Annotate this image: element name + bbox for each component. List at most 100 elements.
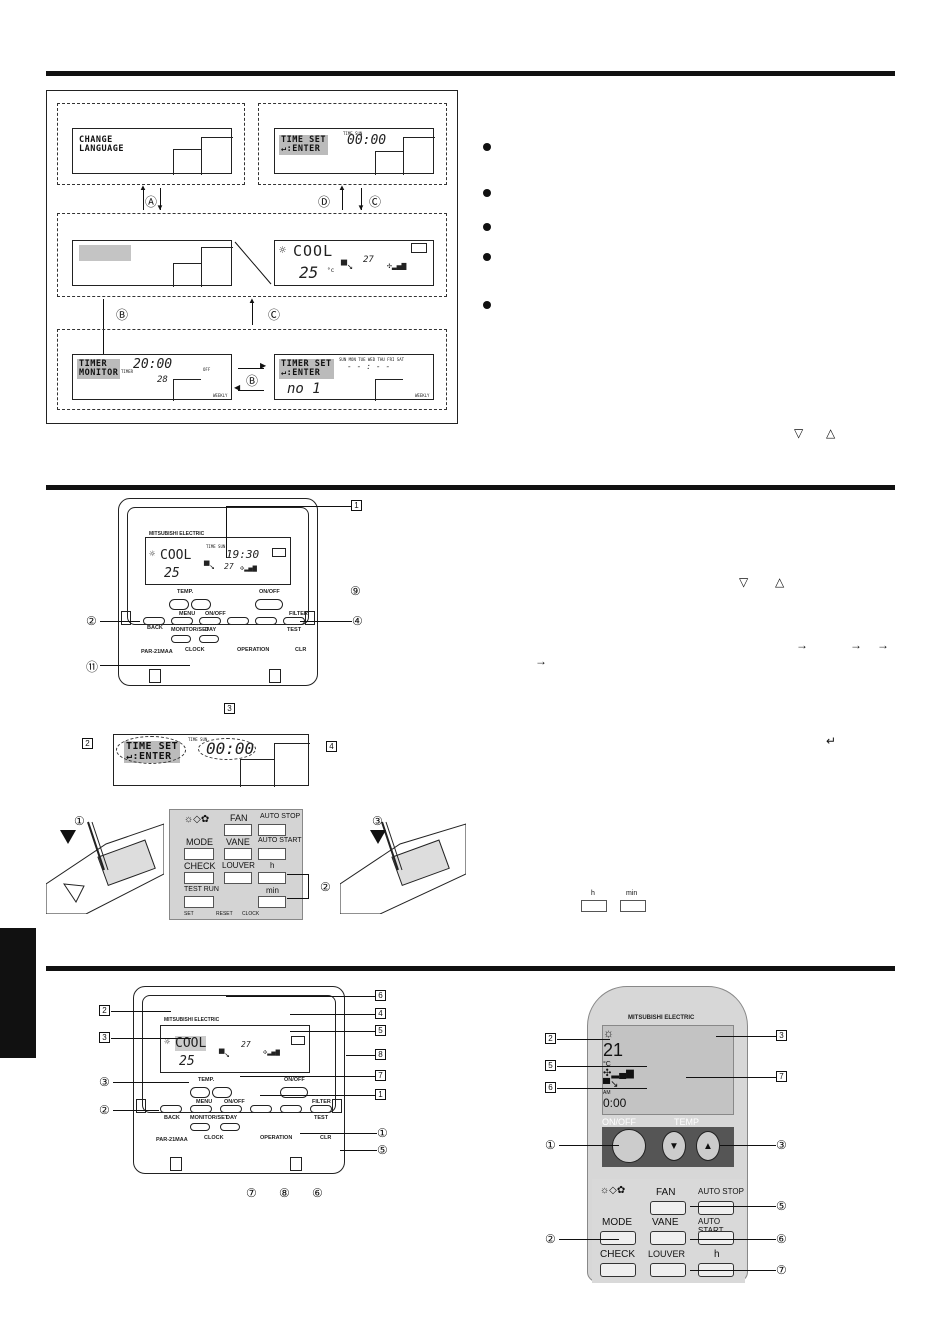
mode-key[interactable] — [600, 1231, 636, 1245]
temp-up-button[interactable] — [212, 1087, 232, 1098]
timer-group — [57, 329, 447, 410]
callout-2-box: 2 — [99, 1005, 110, 1016]
remote-keypad: ☼◇✿ FAN AUTO STOP MODE VANE AUTO START C… — [169, 809, 303, 920]
label-b: Ⓑ — [116, 308, 129, 322]
lcd-time: 00:00 — [347, 133, 387, 148]
fan-button[interactable] — [227, 617, 249, 625]
lcd-line-2: LANGUAGE — [79, 144, 124, 154]
testrun-key[interactable] — [184, 896, 214, 908]
vane-key[interactable] — [224, 848, 252, 860]
fan-key[interactable] — [650, 1201, 686, 1215]
arrow-up — [252, 301, 253, 325]
time-set-group — [258, 103, 447, 185]
lcd-segment-box — [173, 149, 201, 175]
clip-right — [332, 1099, 342, 1113]
monitor-button[interactable] — [171, 617, 193, 625]
filter-button[interactable] — [310, 1105, 332, 1113]
autostart-key[interactable] — [258, 848, 286, 860]
remote-illustration-left — [46, 821, 164, 914]
clock-up-button[interactable] — [220, 1123, 240, 1131]
monitor-button[interactable] — [190, 1105, 212, 1113]
temp-down-button[interactable] — [190, 1087, 210, 1098]
lcd-set-temp: 25 — [164, 566, 180, 581]
lcd-set-temp: 25 — [299, 263, 319, 282]
leader-line — [300, 621, 352, 622]
day-button[interactable] — [199, 617, 221, 625]
lcd-weekly-label: WEEKLY — [415, 393, 430, 398]
arrow-down — [160, 188, 161, 210]
vane-button[interactable] — [255, 617, 277, 625]
lcd-change-text: CHANGE LANGUAGE — [77, 135, 126, 155]
section-divider-middle — [46, 485, 895, 490]
louver-label: LOUVER — [648, 1249, 686, 1259]
vane-button[interactable] — [280, 1105, 302, 1113]
fan-button[interactable] — [250, 1105, 272, 1113]
lcd-cool-text: COOL — [293, 242, 334, 260]
clock-down-button[interactable] — [190, 1123, 210, 1131]
autostop-key[interactable] — [258, 824, 286, 836]
lcd-line-1: TIMER SET — [281, 359, 332, 369]
check-key[interactable] — [184, 872, 214, 884]
wired-remote-controller: ☼ COOL TIME SUN 19:30 25 ▀↘ 27 ✣▂▄▆ MITS… — [118, 498, 318, 686]
fan-key[interactable] — [224, 824, 252, 836]
arrow-right-icon: → — [877, 638, 889, 652]
menu-label: MENU — [179, 611, 196, 617]
onoff-button[interactable] — [255, 599, 283, 610]
step-3: ③ — [372, 814, 383, 828]
filter-label: FILTER — [289, 611, 308, 617]
h-key[interactable] — [258, 872, 286, 884]
louver-key[interactable] — [650, 1263, 686, 1277]
arrow-right-head: ▶ — [260, 361, 267, 370]
monitor-label: MONITOR/SET — [171, 627, 210, 633]
lcd-weekly-label: WEEKLY — [213, 393, 228, 398]
lcd-line-2: ↵:ENTER — [281, 368, 321, 378]
monitor-label: MONITOR/SET — [190, 1115, 229, 1121]
callout-7-box: 7 — [776, 1071, 787, 1082]
sun-icon: ☼ — [603, 1026, 614, 1040]
callout-4-box: 4 — [375, 1008, 386, 1019]
callout-4-box: 4 — [326, 741, 337, 752]
temp-down-button[interactable]: ▼ — [662, 1131, 686, 1161]
temp-down-button[interactable] — [169, 599, 189, 610]
leader-line — [226, 996, 375, 997]
day-label: DAY — [226, 1115, 238, 1121]
day-button[interactable] — [220, 1105, 242, 1113]
temp-up-button[interactable] — [191, 599, 211, 610]
callout-ellipse-right — [198, 738, 256, 760]
clock-down-button[interactable] — [171, 635, 191, 643]
temp-up-button[interactable]: ▲ — [696, 1131, 720, 1161]
check-key[interactable] — [600, 1263, 636, 1277]
vane-key[interactable] — [650, 1231, 686, 1245]
foot-right — [269, 669, 281, 683]
fan-label: FAN — [230, 813, 248, 823]
onoff-label: ON/OFF — [284, 1077, 305, 1083]
sun-icon: ☼ — [149, 549, 156, 560]
label-d: Ⓓ — [318, 195, 331, 209]
foot-right — [290, 1157, 302, 1171]
lcd-program-no: no 1 — [287, 381, 321, 397]
back-label: BACK — [147, 625, 163, 631]
leader-line — [346, 1055, 375, 1056]
menu-label: MENU — [196, 1099, 213, 1105]
leader-line — [290, 1031, 375, 1032]
louver-key[interactable] — [224, 872, 252, 884]
back-button[interactable] — [143, 617, 165, 625]
onoff-button[interactable] — [612, 1129, 646, 1163]
lcd-cool-text: COOL — [160, 548, 192, 563]
vane-icon: ▀↘ — [341, 261, 354, 272]
autostart-label: AUTO START — [698, 1217, 723, 1235]
h-label: h — [714, 1249, 720, 1260]
autostop-key[interactable] — [698, 1201, 734, 1215]
autostart-key[interactable] — [698, 1231, 734, 1245]
min-key[interactable] — [258, 896, 286, 908]
onoff-button[interactable] — [280, 1087, 308, 1098]
lcd-segment-box — [240, 759, 274, 787]
sun-icon: ☼ — [279, 243, 287, 257]
clock-up-button[interactable] — [199, 635, 219, 643]
lcd-off-label: OFF — [203, 367, 211, 372]
bullet — [483, 223, 491, 231]
back-button[interactable] — [160, 1105, 182, 1113]
mode-key[interactable] — [184, 848, 214, 860]
leader-line — [690, 1270, 776, 1271]
callout-ellipse-left — [116, 736, 186, 764]
